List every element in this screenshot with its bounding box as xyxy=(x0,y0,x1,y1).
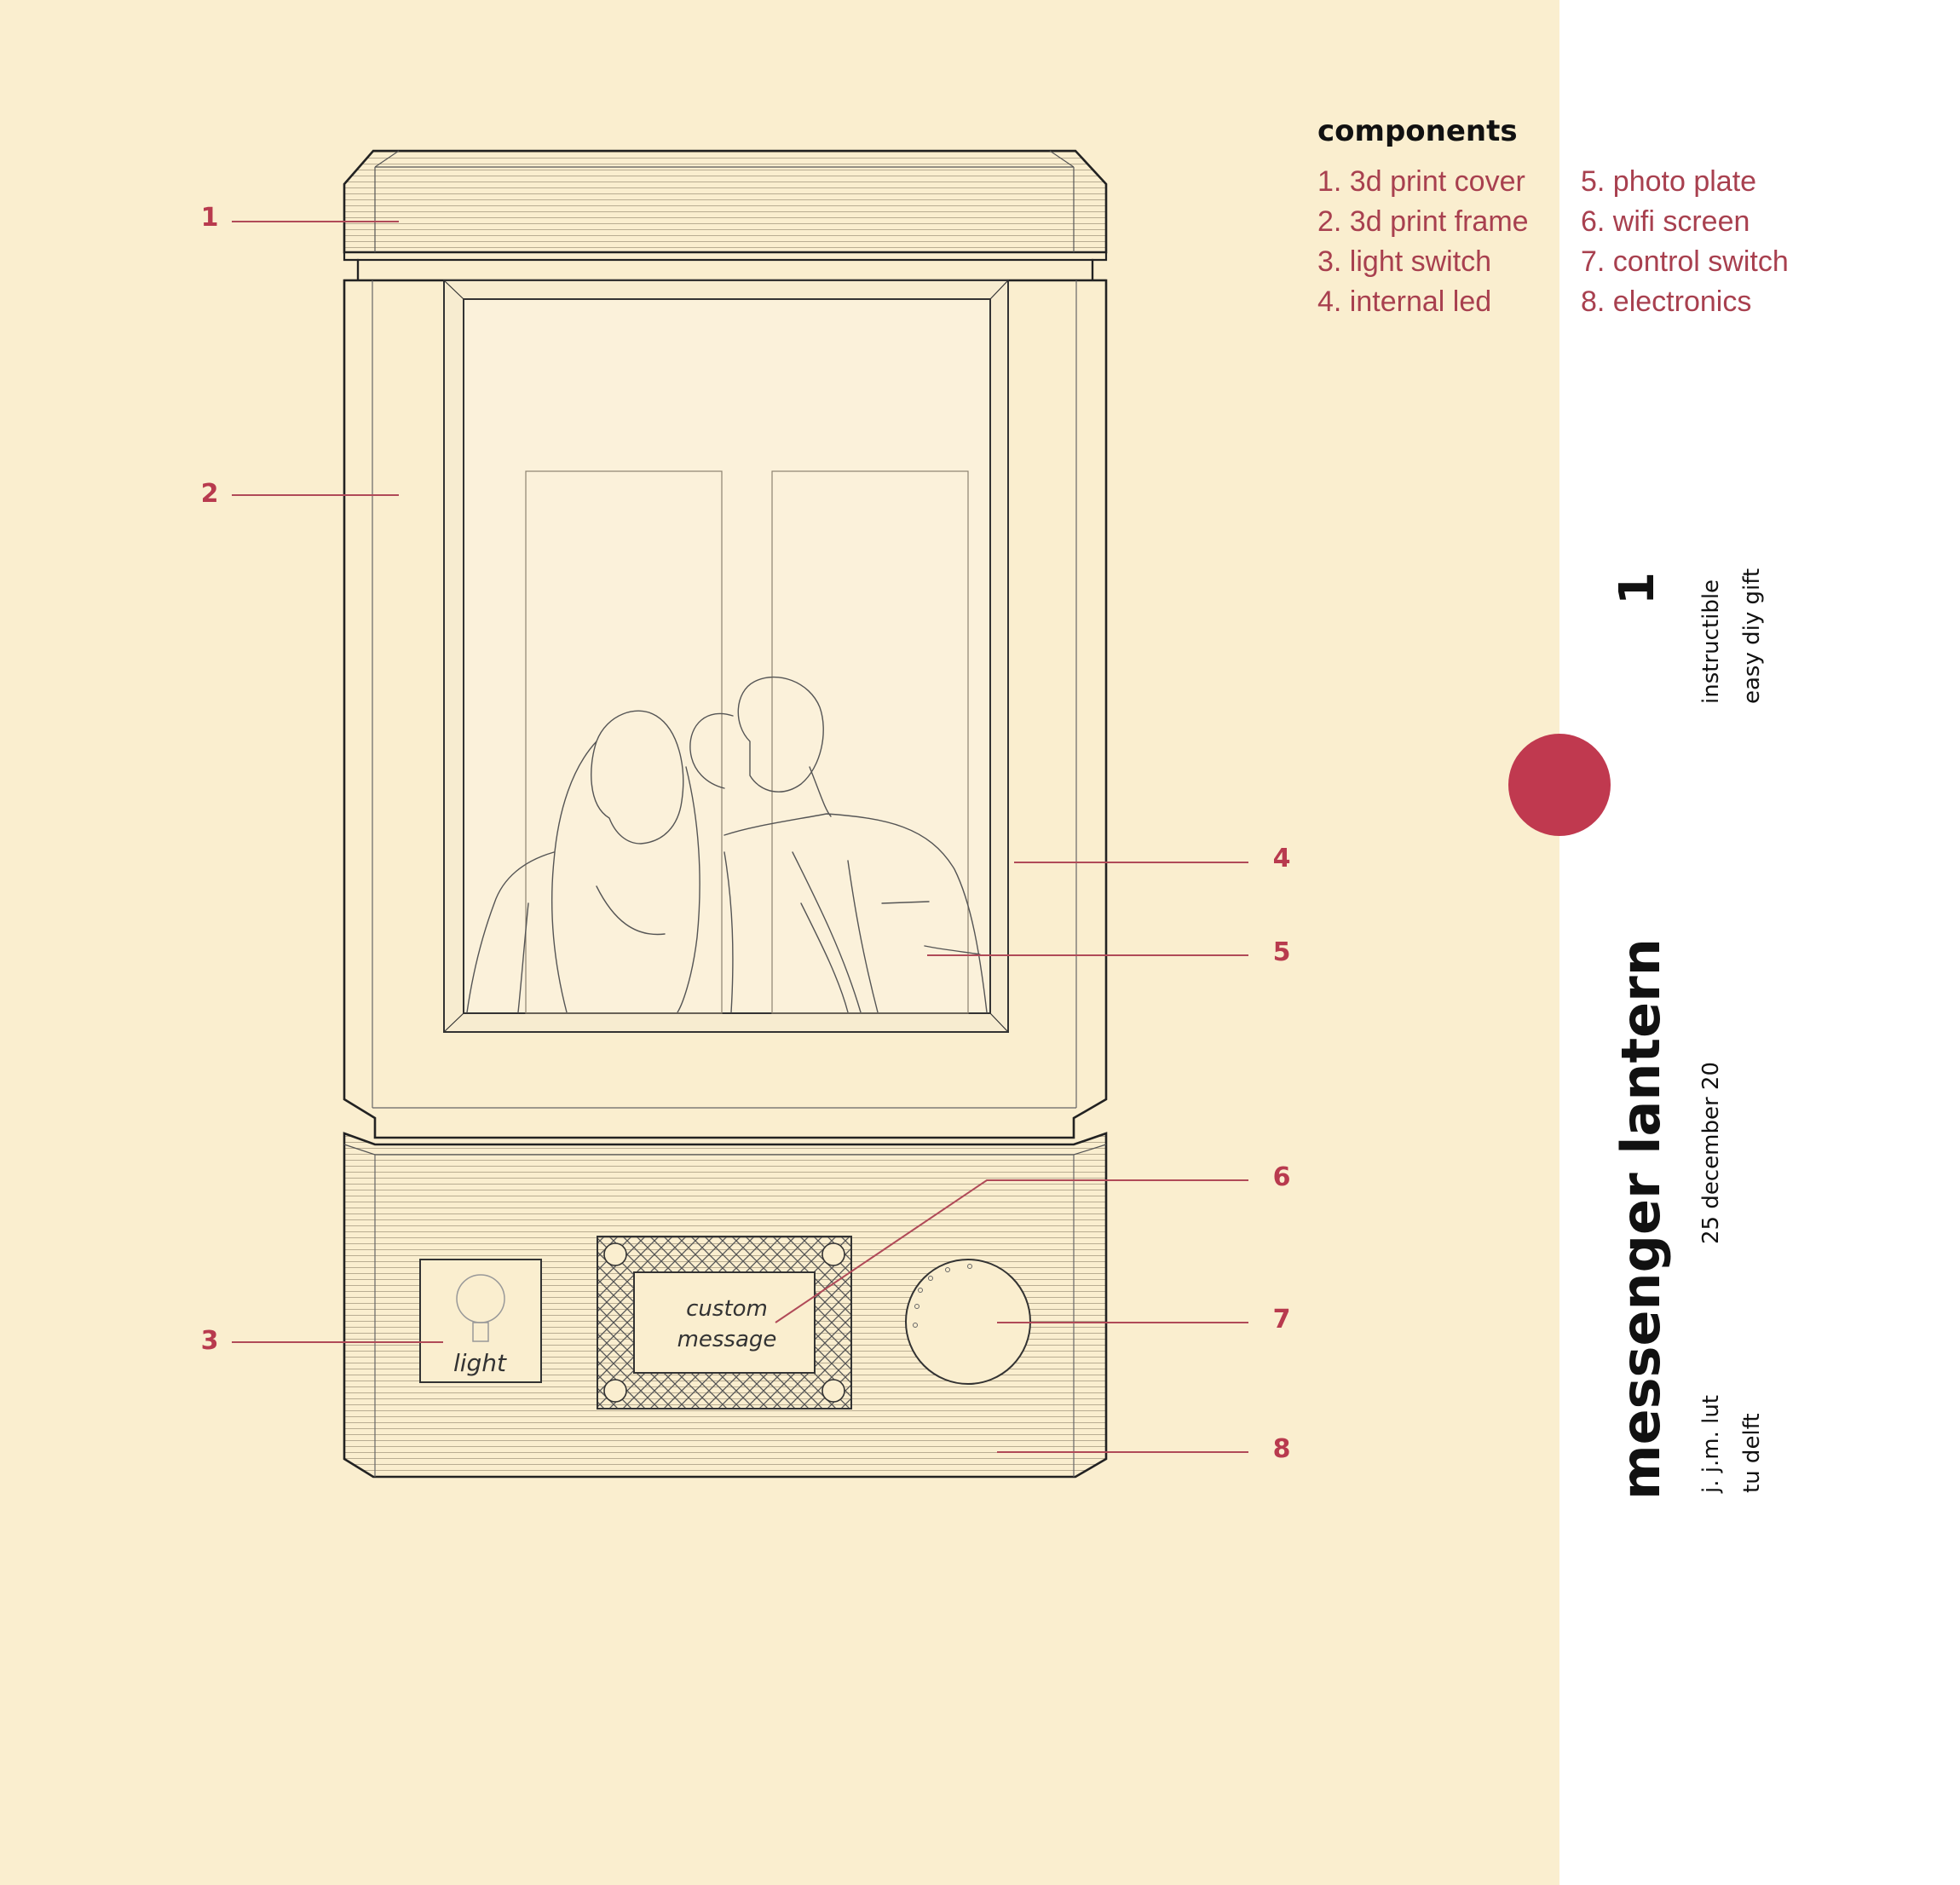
callout-1: 1 xyxy=(200,203,219,233)
component-item: 5. photo plate xyxy=(1581,165,1757,198)
callout-6: 6 xyxy=(1272,1162,1291,1192)
callout-8: 8 xyxy=(1272,1434,1291,1464)
component-item: 7. control switch xyxy=(1581,245,1789,278)
author-institution: tu delft xyxy=(1739,1413,1765,1493)
component-item: 4. internal led xyxy=(1317,285,1492,318)
component-item: 3. light switch xyxy=(1317,245,1492,278)
components-list-left: 1. 3d print cover 2. 3d print frame 3. l… xyxy=(1317,162,1529,322)
leader-lines xyxy=(232,221,1248,1453)
accent-dot xyxy=(1508,734,1611,836)
photo-plate xyxy=(443,280,1009,1033)
document-title: messenger lantern xyxy=(1610,938,1672,1500)
callout-7: 7 xyxy=(1272,1305,1291,1334)
callout-3: 3 xyxy=(200,1326,219,1356)
light-switch-label: light xyxy=(453,1349,507,1377)
sheet-number: 1 xyxy=(1610,572,1665,605)
component-item: 1. 3d print cover xyxy=(1317,165,1525,198)
light-switch xyxy=(419,1259,542,1383)
cover-lip xyxy=(356,258,1094,282)
screen-message-line-2: message xyxy=(677,1327,777,1352)
callout-5: 5 xyxy=(1272,937,1291,967)
document-date: 25 december 20 xyxy=(1698,1061,1724,1244)
author-name: j. j.m. lut xyxy=(1698,1395,1724,1493)
cover-part xyxy=(343,149,1108,254)
component-item: 2. 3d print frame xyxy=(1317,205,1529,238)
screen-message: custom message xyxy=(633,1294,821,1355)
component-item: 8. electronics xyxy=(1581,285,1752,318)
callout-2: 2 xyxy=(200,479,219,509)
screen-message-line-1: custom xyxy=(686,1296,768,1322)
title-panel xyxy=(1559,0,1960,1885)
callout-4: 4 xyxy=(1272,844,1291,873)
tag-line-1: instructible xyxy=(1698,579,1724,704)
component-item: 6. wifi screen xyxy=(1581,205,1750,238)
components-list-right: 5. photo plate 6. wifi screen 7. control… xyxy=(1581,162,1789,322)
tag-line-2: easy diy gift xyxy=(1739,568,1765,704)
couple-illustration xyxy=(466,676,988,1013)
components-heading: components xyxy=(1317,114,1518,148)
wifi-screen xyxy=(597,1236,852,1409)
control-switch xyxy=(905,1259,1031,1385)
